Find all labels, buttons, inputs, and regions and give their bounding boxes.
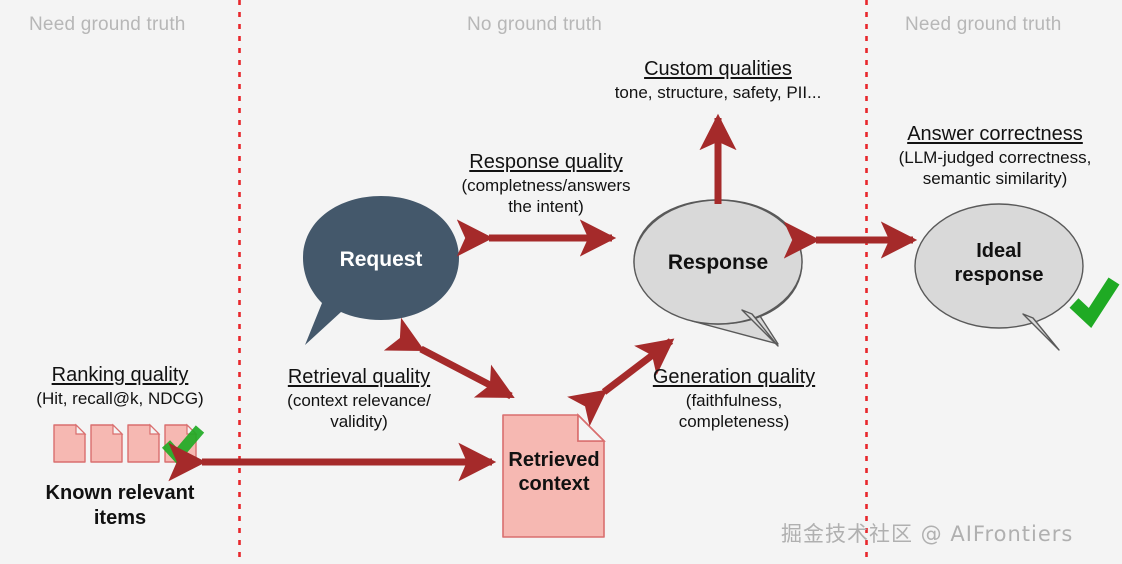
doc-icon-2	[90, 423, 124, 463]
annotation-answer-correctness: Answer correctness (LLM-judged correctne…	[875, 122, 1115, 189]
zone-label-left: Need ground truth	[29, 14, 186, 35]
check-icon-ideal	[1069, 277, 1120, 329]
annotation-ranking-quality: Ranking quality (Hit, recall@k, NDCG)	[6, 363, 234, 409]
custom-qualities-title: Custom qualities	[644, 58, 792, 80]
node-ideal-response	[914, 203, 1120, 351]
custom-qualities-sub: tone, structure, safety, PII...	[614, 82, 822, 102]
watermark: 掘金技术社区 @ AIFrontiers	[781, 522, 1074, 546]
doc-icon-3	[127, 423, 161, 463]
ranking-quality-title: Ranking quality	[51, 364, 189, 386]
answer-correctness-sub-1: (LLM-judged correctness,	[898, 147, 1092, 167]
generation-quality-title: Generation quality	[652, 366, 816, 388]
known-relevant-line-1: Known relevant	[45, 482, 195, 504]
node-label-known-relevant-items: Known relevant items	[0, 481, 240, 531]
answer-correctness-sub-2: semantic similarity)	[922, 168, 1068, 188]
answer-correctness-title: Answer correctness	[907, 123, 1083, 145]
response-quality-sub-1: (completness/answers	[461, 175, 631, 195]
generation-quality-sub-1: (faithfulness,	[685, 390, 783, 410]
response-quality-title: Response quality	[469, 151, 623, 173]
known-relevant-docs	[53, 423, 205, 465]
node-request	[303, 196, 459, 345]
retrieval-quality-sub-1: (context relevance/	[287, 390, 431, 410]
annotation-retrieval-quality: Retrieval quality (context relevance/ va…	[258, 365, 460, 432]
annotation-generation-quality: Generation quality (faithfulness, comple…	[632, 365, 836, 432]
response-quality-sub-2: the intent)	[508, 196, 584, 216]
node-retrieved-context	[502, 413, 606, 538]
arrow-request-retrieved	[383, 317, 515, 400]
arrow-retrieved-response	[567, 338, 675, 427]
known-relevant-line-2: items	[93, 507, 147, 529]
ranking-quality-sub: (Hit, recall@k, NDCG)	[36, 388, 204, 408]
annotation-response-quality: Response quality (completness/answers th…	[426, 150, 666, 217]
generation-quality-sub-2: completeness)	[678, 411, 790, 431]
node-response	[633, 199, 803, 347]
retrieval-quality-sub-2: validity)	[330, 411, 388, 431]
zone-label-middle: No ground truth	[467, 14, 603, 35]
zone-label-right: Need ground truth	[905, 14, 1062, 35]
doc-icon-1	[53, 423, 87, 463]
annotation-custom-qualities: Custom qualities tone, structure, safety…	[568, 57, 868, 103]
retrieval-quality-title: Retrieval quality	[287, 366, 431, 388]
